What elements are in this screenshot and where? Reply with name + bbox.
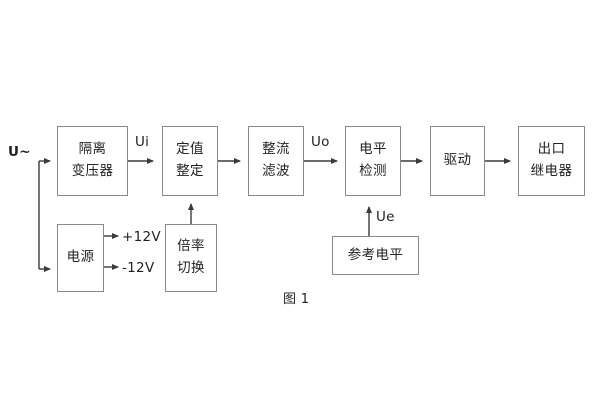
block-label-line: 变压器 (71, 163, 114, 179)
block-level-detection: 电平 检测 (345, 126, 401, 196)
block-output-relay: 出口 继电器 (518, 126, 585, 196)
block-label-line: 继电器 (530, 163, 573, 179)
block-label-line: 出口 (537, 141, 566, 158)
label-signal-uo: Uo (311, 134, 330, 150)
block-label-line: 驱动 (443, 152, 472, 169)
block-label-line: 整定 (176, 163, 204, 179)
block-label-line: 隔离 (78, 141, 107, 158)
block-label-line: 倍率 (177, 238, 205, 255)
block-reference-level: 参考电平 (332, 236, 419, 275)
block-ratio-switch: 倍率 切换 (165, 224, 217, 292)
block-isolation-transformer: 隔离 变压器 (57, 126, 128, 196)
block-label-line: 滤波 (262, 163, 290, 179)
block-label-line: 定值 (176, 141, 204, 158)
label-signal-ui: Ui (135, 134, 150, 150)
block-rectifier-filter: 整流 滤波 (248, 126, 304, 196)
block-value-setting: 定值 整定 (162, 126, 218, 196)
block-power-supply: 电源 (57, 224, 104, 292)
block-label-line: 电源 (66, 249, 95, 266)
label-input-source: U~ (8, 144, 31, 160)
block-label-line: 参考电平 (347, 246, 404, 263)
block-label-line: 整流 (262, 141, 290, 158)
block-driver: 驱动 (430, 126, 485, 196)
block-label-line: 电平 (359, 141, 387, 158)
label-rail-negative: -12V (122, 260, 155, 276)
block-label-line: 检测 (359, 163, 387, 179)
label-rail-positive: +12V (122, 229, 161, 245)
figure-caption: 图 1 (283, 292, 310, 307)
block-label-line: 切换 (177, 260, 205, 276)
label-signal-ue: Ue (376, 209, 395, 225)
